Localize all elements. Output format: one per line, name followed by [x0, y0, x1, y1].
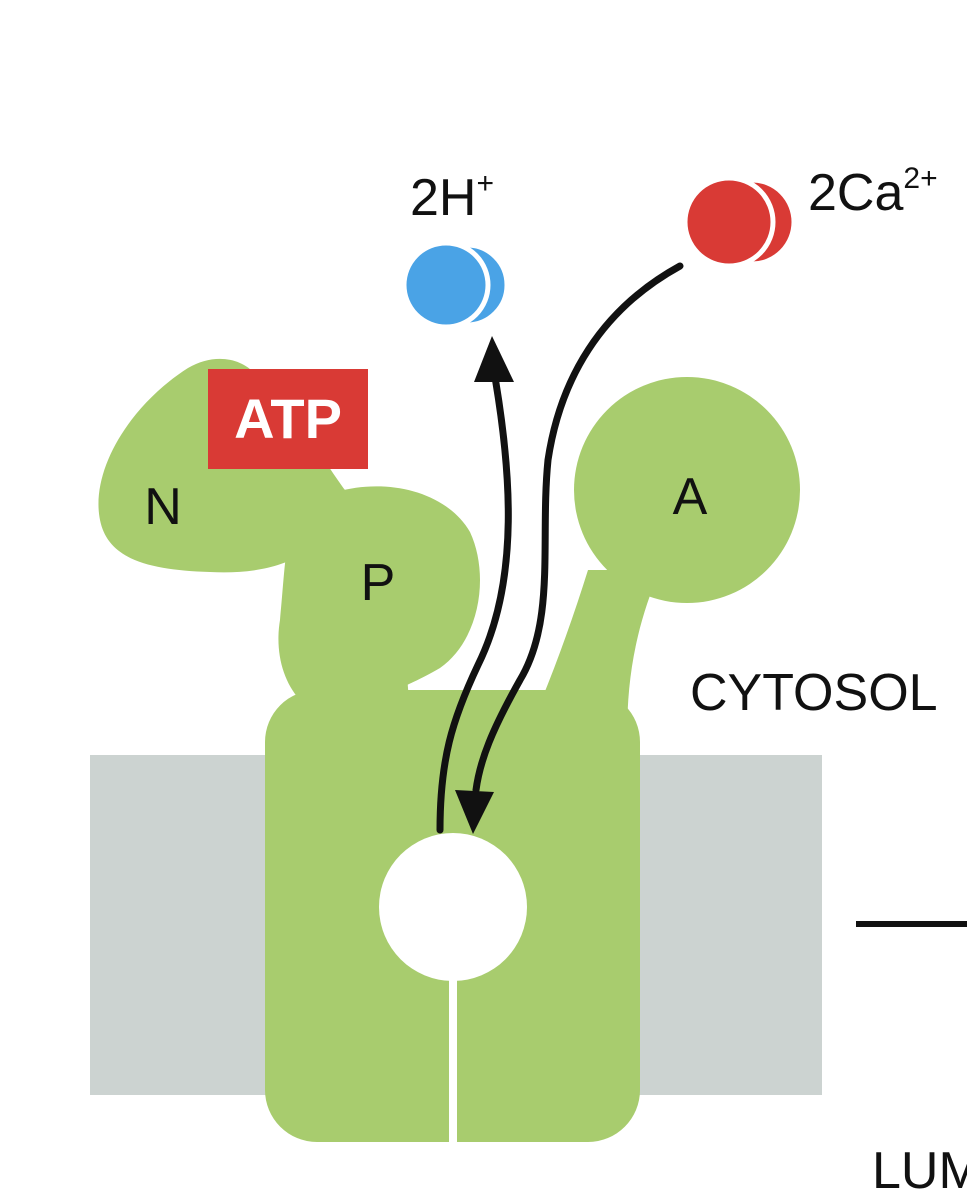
cytosol-label: CYTOSOL [690, 664, 938, 722]
proton-charge: + [476, 167, 494, 200]
arrow-down-icon [472, 262, 684, 794]
proton-front [401, 240, 491, 330]
arrow-up-icon [436, 356, 512, 834]
ion-binding-site [379, 833, 527, 981]
lumen-channel [449, 978, 457, 1144]
calcium-count: 2Ca [808, 164, 903, 222]
p-stalk [330, 640, 420, 840]
double-circle-icon [401, 240, 510, 330]
proton-label: 2H+ [410, 167, 494, 227]
p-domain-label: P [361, 554, 396, 612]
proton-count: 2H [410, 169, 476, 227]
n-domain-label: N [144, 478, 182, 536]
a-domain-label: A [673, 468, 708, 526]
membrane-left [90, 755, 280, 1095]
atp-box [208, 369, 368, 469]
double-circle-icon [682, 175, 797, 269]
calcium-label: 2Ca2+ [808, 162, 938, 222]
p-domain [278, 486, 480, 700]
atp-badge: ATP [208, 369, 368, 469]
membrane [90, 755, 822, 1095]
arrowhead-down [455, 790, 494, 834]
membrane-right [630, 755, 822, 1095]
pump-protein [98, 358, 800, 1144]
a-stalk [480, 570, 660, 850]
atp-label: ATP [234, 387, 342, 450]
arrowhead-up [474, 336, 514, 382]
calcium-front [682, 175, 776, 269]
transport-arrows [436, 262, 684, 834]
lumen-label: LUMEN [872, 1142, 967, 1200]
calcium-charge: 2+ [903, 162, 937, 195]
a-domain [574, 377, 800, 603]
